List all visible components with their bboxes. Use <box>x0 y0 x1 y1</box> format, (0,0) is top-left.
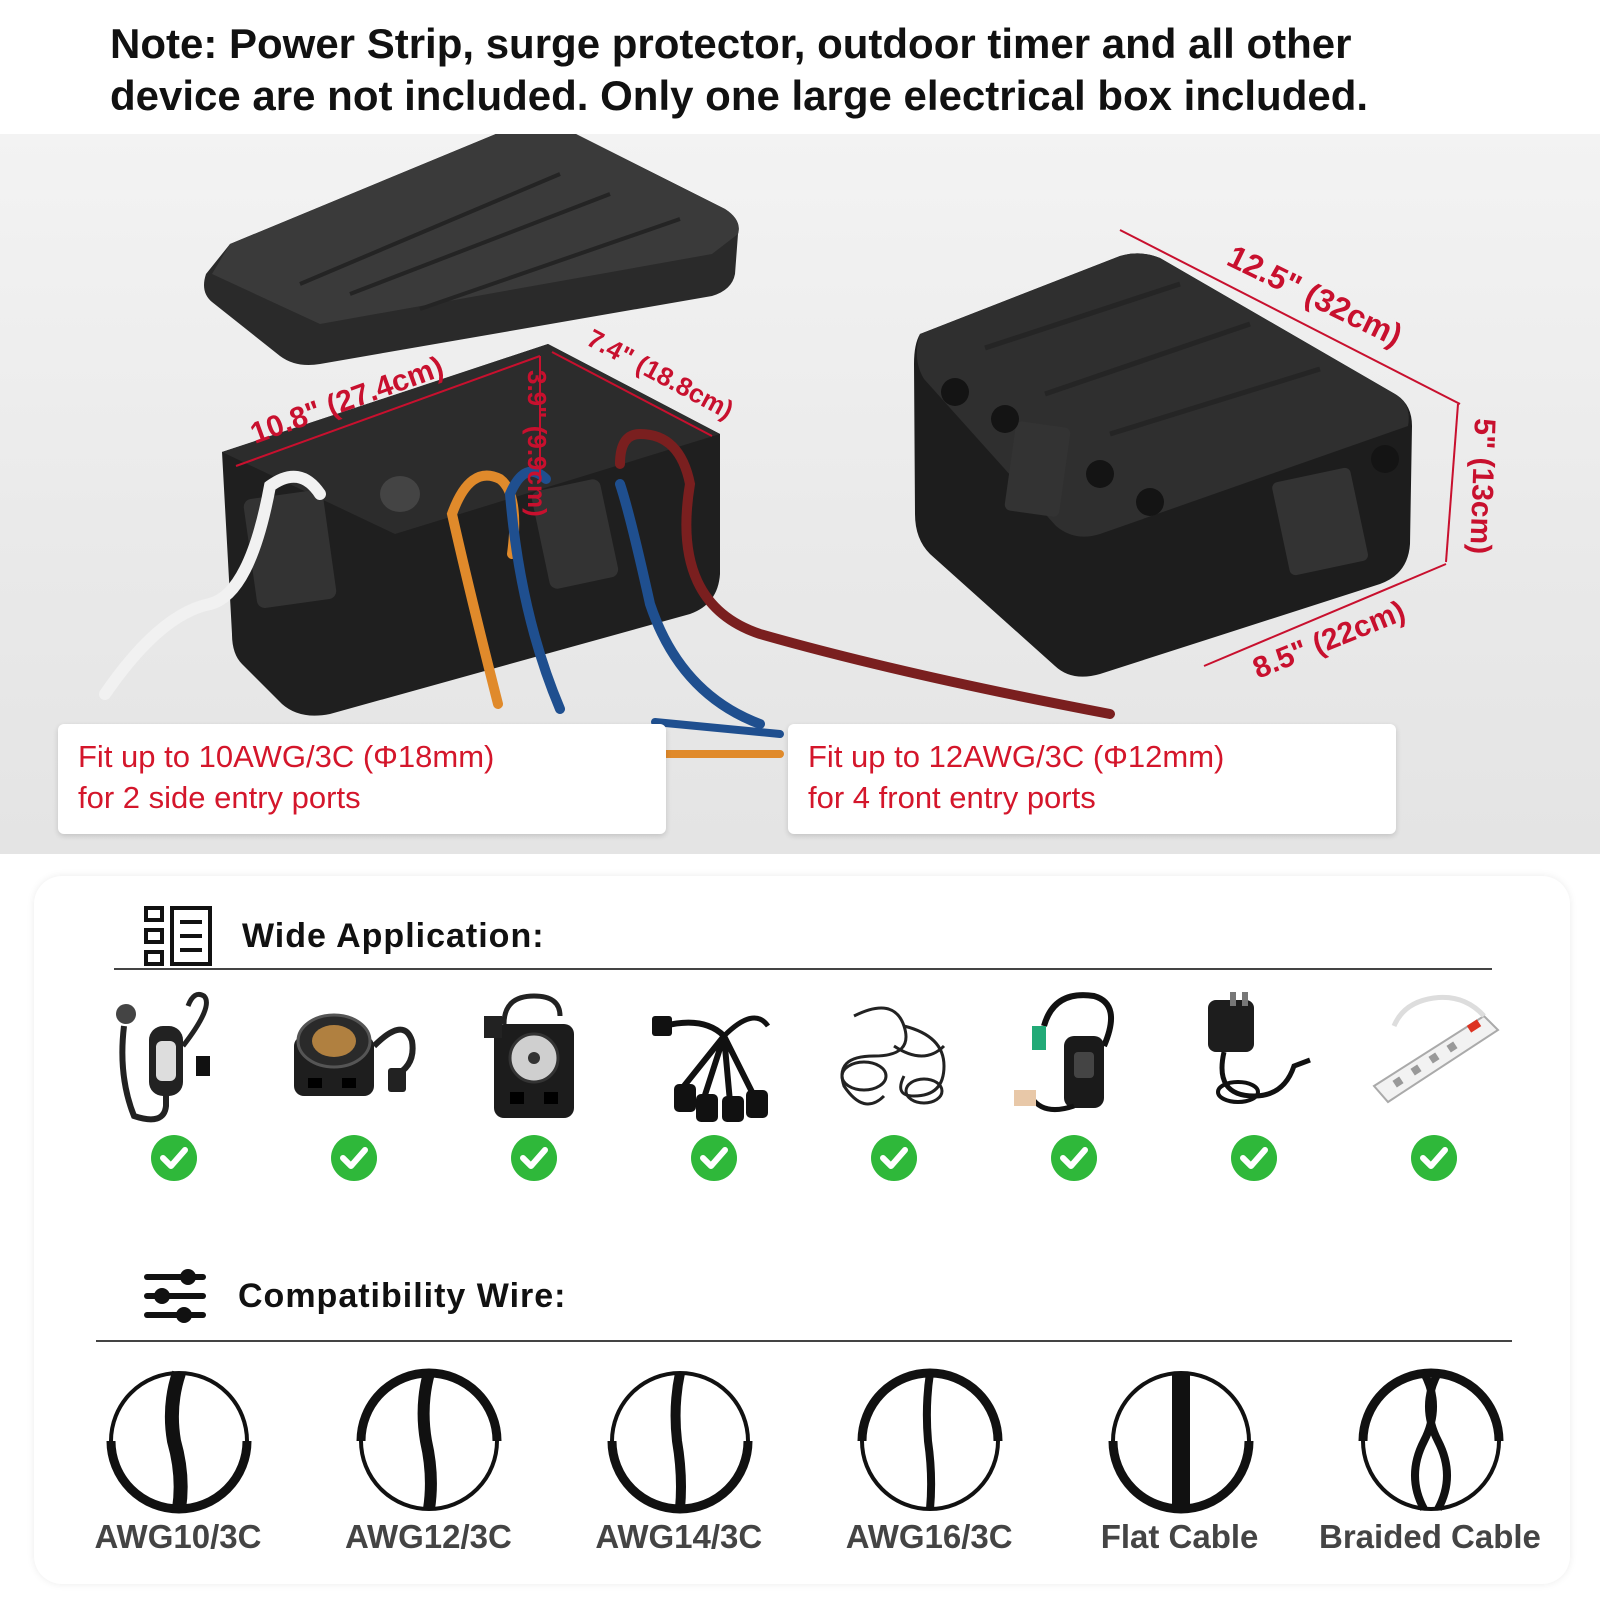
note-line-2: device are not included. Only one large … <box>110 72 1369 119</box>
christmas-light-cord-icon <box>840 1006 946 1106</box>
wire-label: AWG16/3C <box>845 1518 1013 1555</box>
callout-side-ports-line-2: for 2 side entry ports <box>78 780 361 815</box>
device-outdoor-timer <box>274 986 434 1196</box>
electrical-box-illustration: 10.8" (27.4cm) 3.9" (9.9cm) 7.4" (18.8cm… <box>99 134 1501 758</box>
compatibility-wire-divider <box>96 1340 1512 1342</box>
wire-label: AWG12/3C <box>344 1518 512 1555</box>
check-icon <box>691 1135 737 1181</box>
check-icon <box>151 1135 197 1181</box>
wire-label: AWG14/3C <box>595 1518 763 1555</box>
power-adapter-icon <box>1208 992 1311 1104</box>
awg16-wire-icon <box>857 1368 1003 1511</box>
gfci-cord-icon <box>1014 992 1114 1113</box>
check-icon <box>511 1135 557 1181</box>
check-icon <box>1231 1135 1277 1181</box>
device-mechanical-timer <box>454 986 614 1196</box>
device-splitter-cord <box>634 986 794 1196</box>
device-power-adapter <box>1174 986 1334 1196</box>
callout-front-ports-line-2: for 4 front entry ports <box>808 780 1096 815</box>
device-list <box>94 986 1514 1186</box>
ev-charger-icon <box>116 991 210 1123</box>
cables <box>99 428 1115 758</box>
device-ev-charger <box>94 986 254 1196</box>
callout-side-ports-line-1: Fit up to 10AWG/3C (Φ18mm) <box>78 739 495 774</box>
awg10-wire-icon <box>106 1370 252 1514</box>
wire-braided-cable: Braided Cable <box>1306 1366 1554 1566</box>
check-icon <box>871 1135 917 1181</box>
wire-awg14: AWG14/3C <box>555 1366 803 1566</box>
open-box-base <box>222 344 720 716</box>
check-icon <box>331 1135 377 1181</box>
device-gfci-cord <box>994 986 1154 1196</box>
wire-flat-cable: Flat Cable <box>1056 1366 1304 1566</box>
wire-awg16: AWG16/3C <box>805 1366 1053 1566</box>
callout-front-ports-line-1: Fit up to 12AWG/3C (Φ12mm) <box>808 739 1225 774</box>
device-christmas-light-cord <box>814 986 974 1196</box>
awg14-wire-icon <box>607 1371 753 1514</box>
note-text: Note: Power Strip, surge protector, outd… <box>110 18 1550 122</box>
sliders-icon <box>144 1269 206 1323</box>
braided-cable-icon <box>1358 1368 1504 1511</box>
wire-awg12: AWG12/3C <box>304 1366 552 1566</box>
wide-application-title: Wide Application: <box>242 916 545 955</box>
power-strip-icon <box>1372 994 1500 1104</box>
compatibility-wire-header: Compatibility Wire: <box>140 1266 567 1326</box>
splitter-cord-icon <box>652 1015 771 1122</box>
dimension-lines <box>235 229 1461 667</box>
outdoor-timer-icon <box>294 1013 416 1096</box>
wire-label: Flat Cable <box>1100 1518 1259 1555</box>
note-line-1: Note: Power Strip, surge protector, outd… <box>110 20 1352 67</box>
wire-label: Braided Cable <box>1319 1518 1541 1555</box>
device-power-strip <box>1354 986 1514 1196</box>
wide-application-header: Wide Application: <box>144 906 545 966</box>
callout-side-ports: Fit up to 10AWG/3C (Φ18mm) for 2 side en… <box>58 724 666 834</box>
features-panel: Wide Application: <box>34 876 1570 1584</box>
compatibility-wire-title: Compatibility Wire: <box>238 1276 567 1315</box>
dim-open-depth: 3.9" (9.9cm) <box>522 370 552 517</box>
flat-cable-icon <box>1108 1371 1254 1514</box>
callout-front-ports: Fit up to 12AWG/3C (Φ12mm) for 4 front e… <box>788 724 1396 834</box>
list-icon <box>144 906 212 966</box>
check-icon <box>1411 1135 1457 1181</box>
wire-label: AWG10/3C <box>94 1518 262 1555</box>
wide-application-divider <box>114 968 1492 970</box>
wire-awg10: AWG10/3C <box>54 1366 302 1566</box>
closed-box <box>914 253 1412 677</box>
mechanical-timer-icon <box>484 993 574 1118</box>
wire-list: AWG10/3C AWG12/3C AWG14/3C AW <box>54 1366 1554 1566</box>
awg12-wire-icon <box>356 1368 502 1511</box>
check-icon <box>1051 1135 1097 1181</box>
dim-closed-height: 5" (13cm) <box>1463 418 1501 555</box>
open-box-lid <box>204 134 739 365</box>
